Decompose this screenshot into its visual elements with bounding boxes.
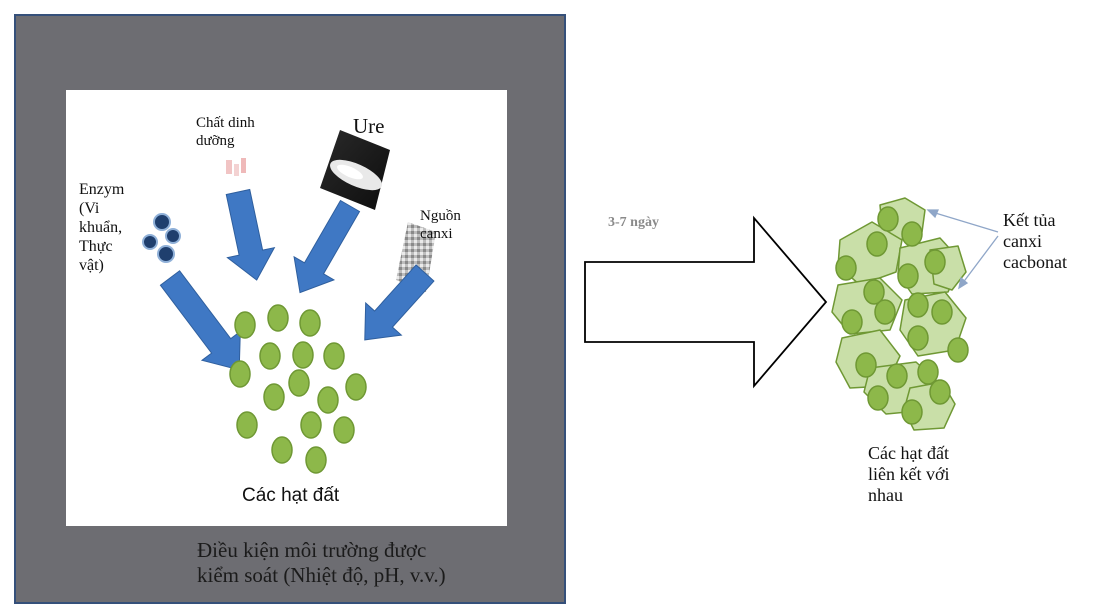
duration-label: 3-7 ngày <box>608 215 659 230</box>
bonded-particles-label: Các hạt đất liên kết với nhau <box>868 443 950 506</box>
urea-arrow <box>293 199 361 294</box>
process-arrow <box>584 215 828 389</box>
enzyme-arrow <box>159 270 241 371</box>
controlled-conditions-label: Điều kiện môi trường được kiểm soát (Nhi… <box>197 538 446 587</box>
nutrients-label: Chất dinh dưỡng <box>196 115 255 149</box>
precipitate-pointers <box>926 209 999 290</box>
calcium-source-label: Nguồn canxi <box>420 208 461 242</box>
calcium-arrow <box>364 264 435 341</box>
bonded-soil-particles <box>835 206 969 425</box>
urea-label: Ure <box>353 114 385 138</box>
bacteria-icon <box>142 213 181 263</box>
enzyme-label: Enzym (Vi khuẩn, Thực vật) <box>79 181 125 274</box>
nutrients-arrow <box>225 188 276 281</box>
nutrients-icon <box>226 158 246 176</box>
input-arrows <box>159 188 435 371</box>
soil-particles-label: Các hạt đất <box>242 485 340 506</box>
urea-icon <box>320 130 390 210</box>
loose-soil-particles <box>229 304 367 474</box>
precipitate-label: Kết tủa canxi cacbonat <box>1003 210 1067 273</box>
